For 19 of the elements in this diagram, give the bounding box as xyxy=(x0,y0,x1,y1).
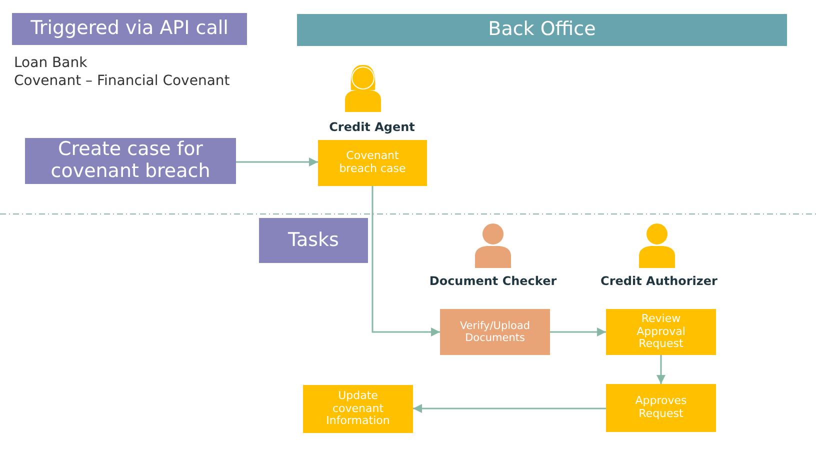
arrow xyxy=(413,404,606,413)
task-box: Verify/Upload Documents xyxy=(440,309,550,355)
role-label: Document Checker xyxy=(429,274,557,288)
arrow xyxy=(656,355,666,384)
section-banner: Tasks xyxy=(259,218,368,263)
role-label: Credit Agent xyxy=(329,120,415,134)
subtitle-text: Loan Bank xyxy=(14,55,88,71)
role-label: Credit Authorizer xyxy=(600,274,718,288)
arrow xyxy=(550,328,606,336)
arrow xyxy=(236,158,318,166)
subtitle-text: Covenant – Financial Covenant xyxy=(14,73,230,89)
arrow xyxy=(372,186,440,336)
task-box: Update covenant Information xyxy=(303,385,413,433)
task-box: Approves Request xyxy=(606,384,716,432)
section-banner: Back Office xyxy=(297,14,787,46)
section-banner: Create case for covenant breach xyxy=(25,138,236,184)
task-box: Review Approval Request xyxy=(606,309,716,355)
section-banner: Triggered via API call xyxy=(12,13,247,45)
task-box: Covenant breach case xyxy=(318,140,427,186)
